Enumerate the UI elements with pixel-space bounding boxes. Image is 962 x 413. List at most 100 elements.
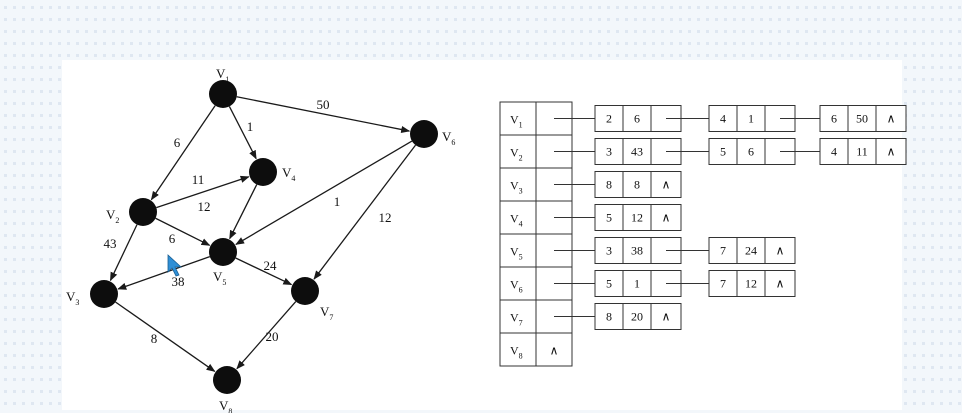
adjvex-cell (594, 138, 624, 165)
edge-v2-v5 (155, 217, 211, 246)
adjacency-row: V8∧ (499, 332, 573, 367)
edge-v3-v8 (115, 301, 216, 372)
vertex-head-subscript: 8 (519, 352, 523, 361)
weight-value: 11 (856, 145, 868, 159)
node-label-subscript: 8 (228, 407, 232, 413)
adjvex-value: 7 (720, 244, 726, 258)
edge-weight-label: 12 (379, 210, 392, 225)
node-label-base: V (216, 66, 226, 81)
edge-weight-label: 6 (174, 135, 181, 150)
weight-value: 6 (634, 112, 640, 126)
graph-node-v4 (249, 158, 277, 186)
node-label-base: V (219, 398, 229, 413)
vertex-head-label: V6 (510, 278, 523, 295)
weight-value: 43 (631, 145, 643, 159)
null-pointer-symbol: ∧ (776, 277, 785, 291)
adjvex-value: 8 (606, 178, 612, 192)
node-label-base: V (442, 129, 452, 144)
graph-node-v3 (90, 280, 118, 308)
node-label: V6 (442, 129, 455, 147)
edge-v2-v4 (156, 175, 250, 209)
node-label-subscript: 1 (225, 75, 229, 84)
weight-cell (736, 270, 766, 297)
node-label: V2 (106, 207, 119, 225)
node-label-subscript: 3 (75, 298, 79, 307)
weight-cell (847, 138, 877, 165)
vertex-pointer-cell (535, 332, 573, 367)
vertex-head-base: V (510, 146, 519, 160)
node-label-base: V (66, 289, 76, 304)
edge-v6-v7 (313, 144, 417, 280)
edge-weight-label: 38 (172, 274, 185, 289)
next-pointer-cell (650, 204, 682, 231)
vertex-head-base: V (510, 113, 519, 127)
vertex-head-label: V7 (510, 311, 523, 328)
weight-value: 1 (634, 277, 640, 291)
weight-cell (622, 105, 652, 132)
edge-v1-v4 (228, 106, 257, 160)
vertex-head-cell (499, 167, 537, 202)
graph-node-v1 (209, 80, 237, 108)
vertex-head-label: V2 (510, 146, 523, 163)
node-label-base: V (282, 165, 292, 180)
adjvex-cell (708, 105, 738, 132)
edge-v1-v6 (236, 96, 411, 134)
adjvex-value: 3 (606, 145, 612, 159)
weight-value: 12 (631, 211, 643, 225)
edge-weight-label: 12 (198, 199, 211, 214)
graph-node-v6 (410, 120, 438, 148)
adjvex-cell (708, 270, 738, 297)
vertex-head-base: V (510, 278, 519, 292)
vertex-head-label: V3 (510, 179, 523, 196)
node-label-base: V (213, 269, 223, 284)
weight-cell (622, 204, 652, 231)
next-pointer-cell (875, 105, 907, 132)
weight-cell (622, 138, 652, 165)
edge-weight-label: 20 (266, 329, 279, 344)
weight-value: 1 (748, 112, 754, 126)
node-label-subscript: 7 (329, 313, 333, 322)
vertex-head-base: V (510, 179, 519, 193)
null-pointer-symbol: ∧ (887, 145, 896, 159)
next-pointer-cell (764, 270, 796, 297)
node-label: V7 (320, 304, 333, 322)
vertex-head-label: V5 (510, 245, 523, 262)
edge-weight-label: 50 (317, 97, 330, 112)
edge-v1-v2 (150, 105, 216, 201)
edge-weight-label: 11 (192, 172, 205, 187)
edge-v4-v5 (229, 184, 258, 240)
graph-node-v7 (291, 277, 319, 305)
vertex-head-subscript: 7 (519, 319, 523, 328)
mouse-cursor-icon (167, 254, 183, 277)
null-pointer-symbol: ∧ (887, 112, 896, 126)
node-label-base: V (320, 304, 330, 319)
adjvex-value: 8 (606, 310, 612, 324)
null-pointer-symbol: ∧ (662, 178, 671, 192)
weight-value: 50 (856, 112, 868, 126)
weight-cell (736, 138, 766, 165)
adjvex-value: 6 (831, 112, 837, 126)
null-pointer-symbol: ∧ (550, 344, 559, 358)
node-label: V8 (219, 398, 232, 413)
weight-cell (622, 270, 652, 297)
weight-value: 6 (748, 145, 754, 159)
vertex-head-subscript: 2 (519, 154, 523, 163)
adjvex-cell (819, 138, 849, 165)
vertex-head-subscript: 5 (519, 253, 523, 262)
vertex-head-subscript: 3 (519, 187, 523, 196)
adjvex-cell (594, 204, 624, 231)
weight-cell (622, 237, 652, 264)
edge-v2-v3 (109, 224, 138, 282)
edge-v5-v7 (235, 257, 293, 286)
adjvex-value: 3 (606, 244, 612, 258)
next-pointer-cell (650, 171, 682, 198)
next-pointer-cell (650, 303, 682, 330)
